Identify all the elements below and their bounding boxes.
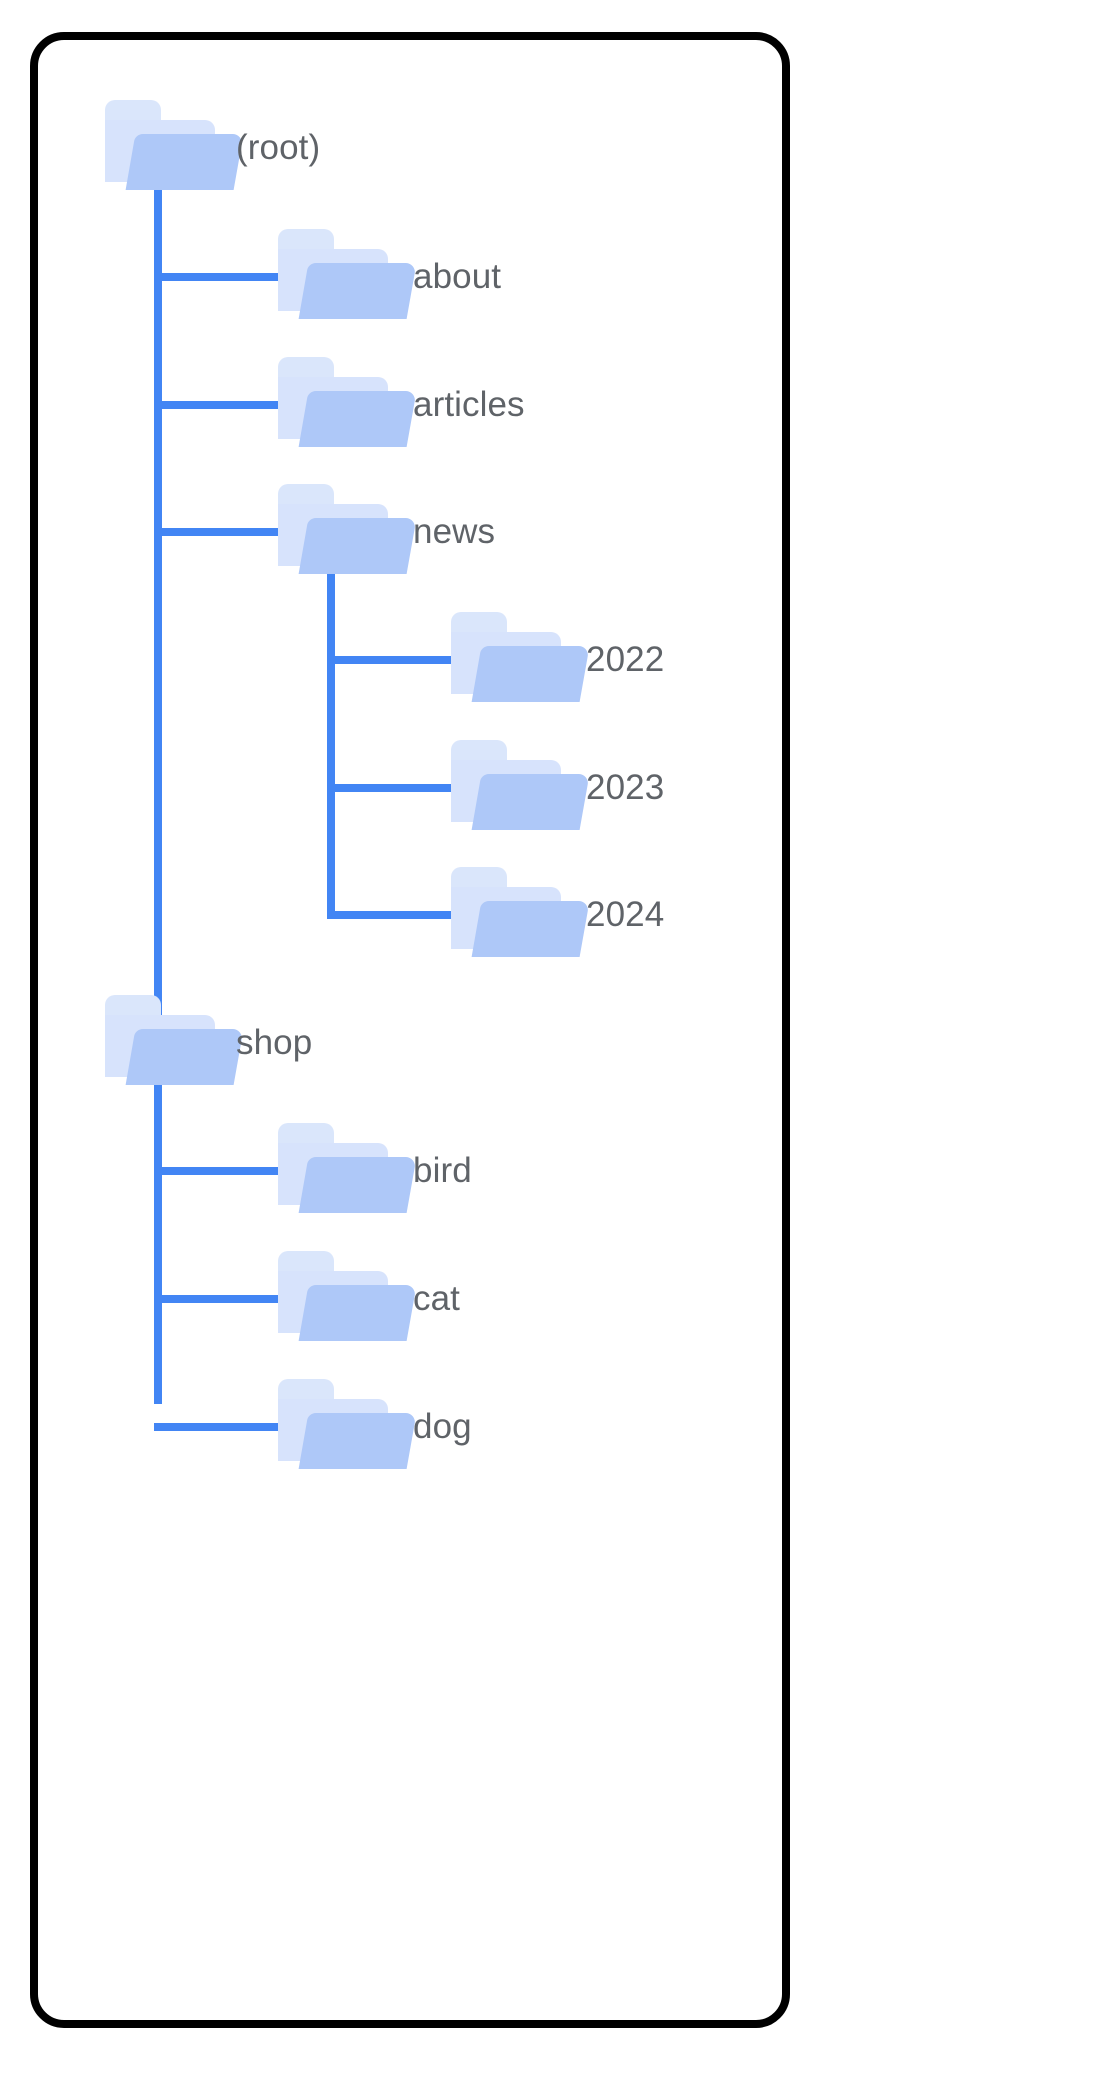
tree-node-label-about: about [413, 257, 502, 296]
tree-node-label-shop-bird: bird [413, 1151, 472, 1190]
tree-node-label-articles: articles [413, 385, 525, 424]
tree-node-label-news: news [413, 512, 496, 551]
tree-node-label-shop-cat: cat [413, 1279, 460, 1318]
tree-node-label-root: (root) [236, 128, 321, 167]
tree-node-label-shop-dog: dog [413, 1407, 472, 1446]
tree-node-label-news-2023: 2023 [586, 768, 665, 807]
diagram-card [30, 32, 790, 2028]
tree-node-label-news-2024: 2024 [586, 895, 665, 934]
tree-node-label-news-2022: 2022 [586, 640, 665, 679]
tree-node-label-shop: shop [236, 1023, 313, 1062]
